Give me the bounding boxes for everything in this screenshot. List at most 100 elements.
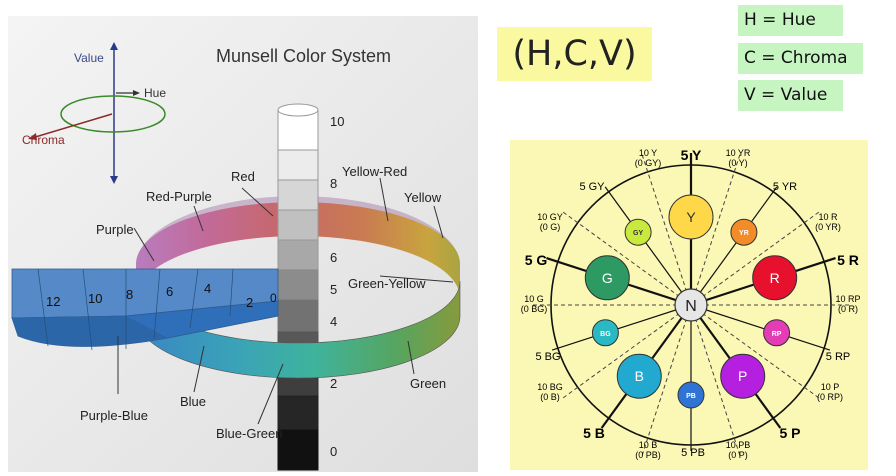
hue-label-blue: Blue xyxy=(180,394,206,409)
label-5-b: 5 B xyxy=(583,425,605,441)
label-10-g: 10 G xyxy=(524,294,544,304)
label-5-p: 5 P xyxy=(779,425,800,441)
value-tick-10: 10 xyxy=(330,114,344,129)
label-10-p: 10 P xyxy=(821,382,840,392)
hue-leader-lines xyxy=(117,177,454,425)
label-10-bg: 10 BG xyxy=(537,382,563,392)
neutral-center-circle xyxy=(674,288,708,322)
chroma-tick-8: 8 xyxy=(126,287,133,302)
hue-boundary-line xyxy=(690,211,820,306)
hue-dot-g xyxy=(584,255,630,301)
hue-dot-label-y: Y xyxy=(686,209,696,225)
label-5-g: 5 G xyxy=(525,252,548,268)
value-scale-column xyxy=(277,103,319,471)
chroma-tick-0: 0 xyxy=(270,291,277,305)
label-5-bg: 5 BG xyxy=(535,351,560,363)
chroma-tick-2: 2 xyxy=(246,295,253,310)
label-5-yr: 5 YR xyxy=(773,181,797,193)
chroma-tick-4: 4 xyxy=(204,281,211,296)
hue-label-green: Green xyxy=(410,376,446,391)
hue-spoke-rp xyxy=(690,304,831,351)
label-0-b: (0 B) xyxy=(540,392,560,402)
hue-boundary-line xyxy=(641,154,692,306)
label-10-gy: 10 GY xyxy=(537,212,563,222)
value-tick-8: 8 xyxy=(330,176,337,191)
hue-dot-label-b: B xyxy=(635,368,644,384)
hue-label-red-purple: Red-Purple xyxy=(146,189,212,204)
hcv-formula: (H,C,V) xyxy=(497,27,652,81)
chroma-scale-wedge xyxy=(11,268,279,351)
chroma-tick-12: 12 xyxy=(46,294,60,309)
hue-dot-label-gy: GY xyxy=(633,230,643,237)
label-0-rp: (0 RP) xyxy=(817,392,843,402)
legend-hue: H = Hue xyxy=(738,5,843,36)
hue-label-purple: Purple xyxy=(96,222,134,237)
hue-dot-rp xyxy=(763,319,791,347)
label-5-rp: 5 RP xyxy=(826,351,850,363)
hue-boundary-line xyxy=(641,304,692,456)
hue-dot-label-bg: BG xyxy=(600,331,611,338)
hue-axis-label: Hue xyxy=(144,86,166,100)
chroma-axis-label: Chroma xyxy=(22,133,65,147)
hue-dot-pb xyxy=(677,381,705,409)
neutral-center-label: N xyxy=(685,298,697,315)
label-0-p: (0 P) xyxy=(728,450,748,460)
value-tick-6: 6 xyxy=(330,250,337,265)
hue-boundary-line xyxy=(690,154,741,306)
hue-dot-gy xyxy=(624,218,652,246)
hue-dot-yr xyxy=(730,218,758,246)
hue-dot-label-yr: YR xyxy=(739,230,749,237)
hue-boundary-line xyxy=(690,304,741,456)
hue-boundary-line xyxy=(562,211,692,306)
label-10-y: 10 Y xyxy=(639,148,657,158)
hue-label-blue-green: Blue-Green xyxy=(216,426,282,441)
chroma-tick-6: 6 xyxy=(166,284,173,299)
legend-value: V = Value xyxy=(738,80,843,111)
hue-dot-p xyxy=(720,353,766,399)
value-tick-2: 2 xyxy=(330,376,337,391)
diagram-title: Munsell Color System xyxy=(216,46,391,66)
hue-boundary-line xyxy=(690,304,820,399)
value-tick-4: 4 xyxy=(330,314,337,329)
label-0-y: (0 Y) xyxy=(728,158,747,168)
label-5-pb: 5 PB xyxy=(681,447,705,459)
label-5-y: 5 Y xyxy=(681,147,702,163)
hue-boundary-line xyxy=(562,304,692,399)
hue-dot-label-p: P xyxy=(738,368,747,384)
label-0-yr: (0 YR) xyxy=(815,222,841,232)
hue-label-green-yellow: Green-Yellow xyxy=(348,276,426,291)
hue-dot-label-pb: PB xyxy=(686,393,696,400)
label-0-bg: (0 BG) xyxy=(521,304,548,314)
hue-spoke-gy xyxy=(604,186,692,306)
hue-label-yellow: Yellow xyxy=(404,190,442,205)
hue-dot-bg xyxy=(591,319,619,347)
label-10-pb: 10 PB xyxy=(726,440,751,450)
hue-label-red: Red xyxy=(231,169,255,184)
label-0-r: (0 R) xyxy=(838,304,858,314)
munsell-color-system-diagram: Value Hue Chroma Munsell Color System 12… xyxy=(8,16,478,472)
value-tick-0: 0 xyxy=(330,444,337,459)
hue-dot-label-r: R xyxy=(770,270,780,286)
label-0-gy: (0 GY) xyxy=(635,158,662,168)
hue-dot-r xyxy=(752,255,798,301)
value-tick-5: 5 xyxy=(330,282,337,297)
legend-chroma: C = Chroma xyxy=(738,43,863,74)
label-5-r: 5 R xyxy=(837,252,859,268)
hue-label-yellow-red: Yellow-Red xyxy=(342,164,407,179)
label-0-pb: (0 PB) xyxy=(635,450,661,460)
axes-gizmo xyxy=(28,42,166,184)
value-axis-label: Value xyxy=(74,51,104,65)
chroma-tick-10: 10 xyxy=(88,291,102,306)
hue-spoke-bg xyxy=(551,304,692,351)
label-10-yr: 10 YR xyxy=(726,148,751,158)
hue-ring-front xyxy=(135,280,461,379)
hue-spoke-yr xyxy=(690,186,778,306)
hue-dot-y xyxy=(668,194,714,240)
label-10-rp: 10 RP xyxy=(835,294,860,304)
hue-dot-b xyxy=(616,353,662,399)
hue-dot-label-g: G xyxy=(602,270,613,286)
hue-label-purple-blue: Purple-Blue xyxy=(80,408,148,423)
label-0-g: (0 G) xyxy=(540,222,561,232)
